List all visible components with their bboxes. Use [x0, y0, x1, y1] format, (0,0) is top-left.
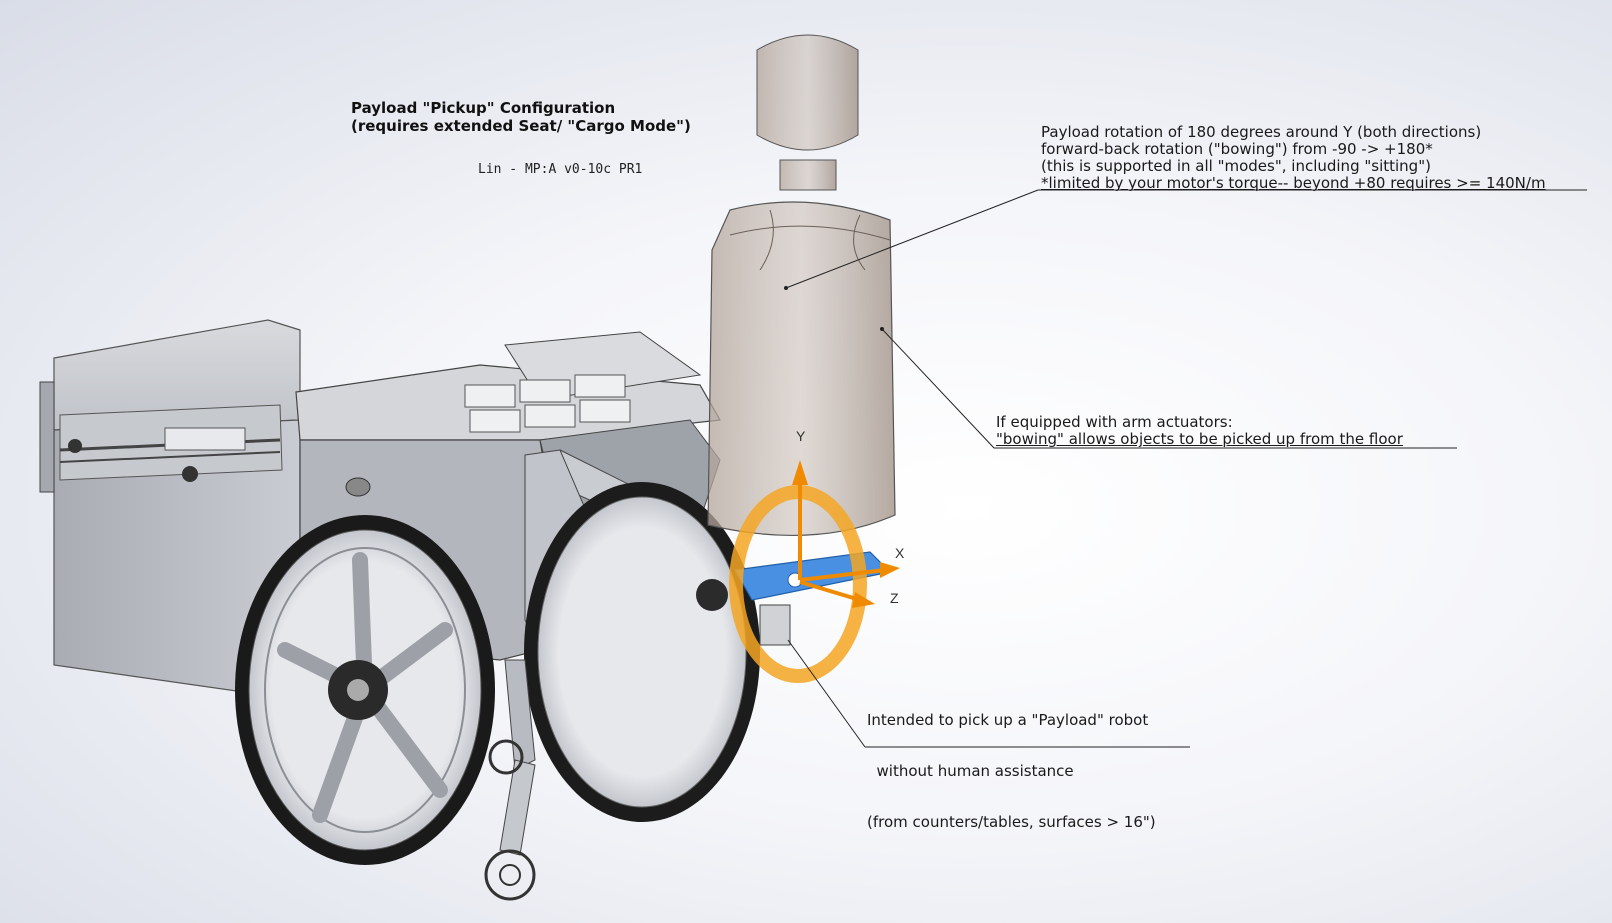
- axis-y-label: Y: [796, 428, 806, 444]
- actuator-annotation: If equipped with arm actuators: "bowing"…: [996, 414, 1403, 448]
- intent-note-line-1: Intended to pick up a "Payload" robot: [867, 711, 1149, 729]
- intent-annotation: Intended to pick up a "Payload" robot wi…: [867, 678, 1156, 848]
- rotation-gizmo: [729, 460, 900, 683]
- intent-note-line-2: without human assistance: [867, 762, 1074, 780]
- rotation-note-line-3: (this is supported in all "modes", inclu…: [1041, 157, 1431, 175]
- axis-x-label: X: [895, 545, 905, 561]
- rotation-note-line-4: *limited by your motor's torque-- beyond…: [1041, 174, 1546, 192]
- drive-wheel: [235, 515, 495, 865]
- leader-lines: [784, 189, 1587, 748]
- actuator-note-line-2: "bowing" allows objects to be picked up …: [996, 430, 1403, 448]
- payload-robot: [707, 34, 896, 537]
- caster-assembly: [484, 659, 536, 901]
- intent-note-line-3: (from counters/tables, surfaces > 16"): [867, 813, 1156, 831]
- actuator-note-line-1: If equipped with arm actuators:: [996, 413, 1233, 431]
- drawing-title: Payload "Pickup" Configuration (requires…: [351, 99, 691, 135]
- rotation-annotation: Payload rotation of 180 degrees around Y…: [1041, 124, 1546, 192]
- rear-wheel: [524, 482, 760, 822]
- rotation-note-line-1: Payload rotation of 180 degrees around Y…: [1041, 123, 1482, 141]
- rotation-note-line-2: forward-back rotation ("bowing") from -9…: [1041, 140, 1433, 158]
- axis-z-label: Z: [890, 590, 899, 606]
- version-label: Lin - MP:A v0-10c PR1: [478, 162, 643, 177]
- cargo-box: [39, 319, 301, 701]
- title-line-2: (requires extended Seat/ "Cargo Mode"): [351, 117, 691, 135]
- title-line-1: Payload "Pickup" Configuration: [351, 99, 616, 117]
